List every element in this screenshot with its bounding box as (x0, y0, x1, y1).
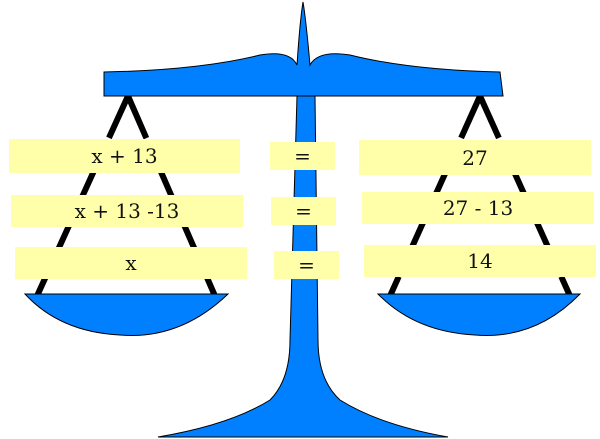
equals-sign-2: = (271, 197, 336, 225)
equals-sign-1: = (270, 142, 335, 170)
left-expression-2: x + 13 -13 (11, 195, 243, 227)
right-expression-1: 27 (359, 140, 591, 175)
left-pan (23, 293, 230, 336)
left-expression-1: x + 13 (9, 139, 240, 173)
left-expression-3: x (15, 247, 247, 279)
right-pan (376, 293, 582, 336)
right-expression-3: 14 (364, 245, 596, 277)
right-expression-2: 27 - 13 (362, 192, 594, 224)
equals-sign-3: = (274, 251, 339, 279)
scale-beam (103, 1, 504, 97)
